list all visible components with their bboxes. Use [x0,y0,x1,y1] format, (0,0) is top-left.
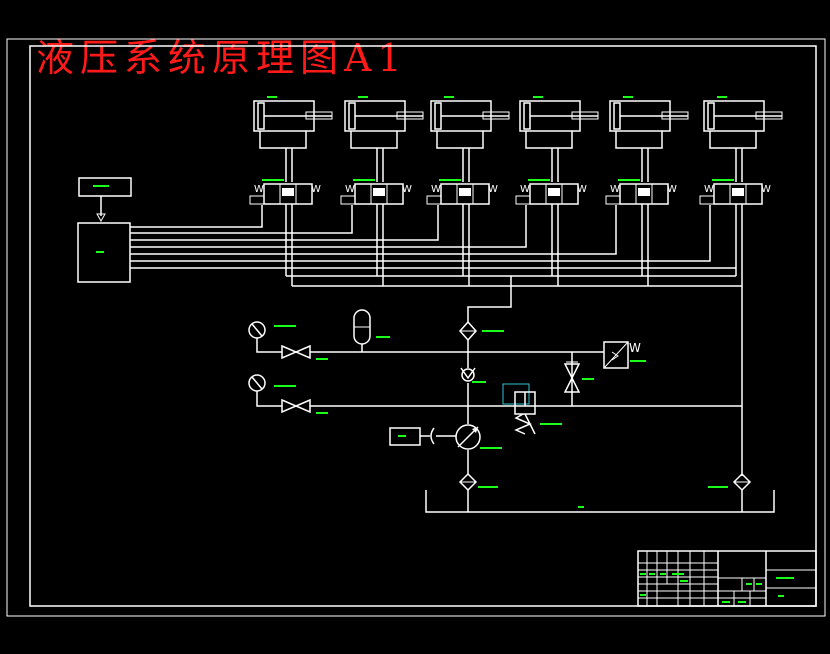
branch-1: W W [249,96,333,205]
branch-6: W W [699,96,783,205]
svg-text:W: W [431,184,441,195]
pressure-relay: W [603,341,646,369]
electric-motor [389,427,456,446]
outer-border [6,38,826,617]
controller-top-block [78,177,132,223]
stop-valve-2 [281,398,328,414]
pressure-filter [458,320,504,342]
pressure-gauge-1 [248,321,296,353]
svg-text:W: W [520,184,530,195]
title-block [637,550,817,607]
hydraulic-pump [455,424,502,450]
inner-border [29,45,817,607]
relief-valve [502,383,562,435]
branch-2: W W [340,96,424,205]
svg-text:W: W [761,184,771,195]
svg-text:W: W [311,184,321,195]
accumulator [353,309,390,352]
oil-tank [425,490,775,513]
pressure-gauge-2 [248,374,296,407]
branch-4: W W [515,96,599,205]
svg-text:W: W [629,341,641,355]
manifold-lines [285,204,743,476]
throttle-valve [563,352,594,406]
stop-valve-1 [281,344,328,360]
branch-5: W W [605,96,689,205]
svg-text:W: W [488,184,498,195]
check-valve [460,367,486,383]
branch-3: W W [426,96,510,205]
signal-bus [130,205,736,269]
svg-text:W: W [402,184,412,195]
svg-text:W: W [345,184,355,195]
svg-text:W: W [610,184,620,195]
drawing-title: 液压系统原理图A1 [36,36,408,80]
suction-filter [458,472,498,492]
controller-main-block [77,222,131,283]
svg-text:W: W [667,184,677,195]
svg-text:W: W [254,184,264,195]
supply-line [310,340,742,512]
svg-text:W: W [704,184,714,195]
actuator-branches: W W W W [249,96,783,205]
return-filter [708,472,752,512]
svg-text:W: W [577,184,587,195]
